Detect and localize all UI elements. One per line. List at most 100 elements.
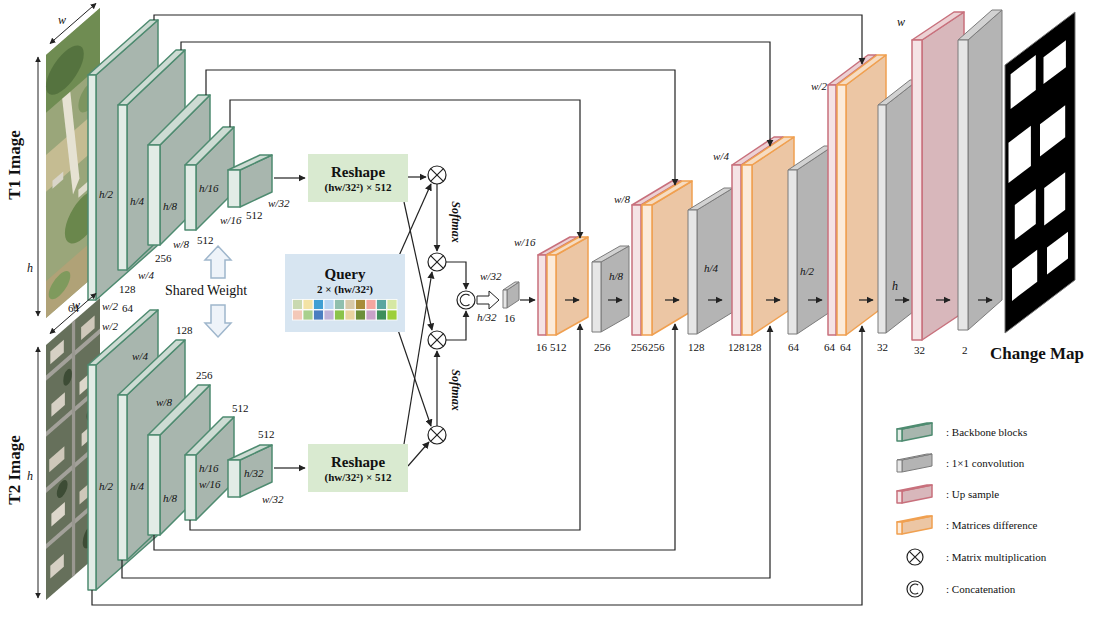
backbone-block: [185, 127, 234, 165]
backbone-block: [88, 365, 96, 590]
t2-aerial-image: [51, 502, 65, 527]
conv-block: [688, 188, 733, 210]
dimension-arrow: [38, 347, 39, 598]
conv-block: [968, 10, 1002, 330]
change-map-image: [1044, 40, 1066, 84]
dimension-label: w/2: [811, 80, 827, 92]
conv-block: [788, 146, 833, 334]
annotation-label: Shared Weight: [165, 283, 247, 299]
change-map-image: [1011, 55, 1036, 109]
backbone-block: [118, 395, 127, 560]
t1-aerial-image: [49, 265, 71, 305]
query-cell: [324, 310, 334, 320]
backbone-block: [118, 50, 185, 105]
flow-arrow: [404, 202, 432, 330]
legend-text: : Backbone blocks: [946, 426, 1027, 439]
query-embedding-grid: [292, 299, 398, 321]
change-map-image: [1040, 105, 1065, 156]
backbone-block: [118, 105, 127, 270]
backbone-block: [88, 20, 158, 75]
concat-symbol: [907, 581, 923, 597]
query-cell: [335, 310, 345, 320]
difference-block: [837, 85, 846, 335]
operator-symbol: [431, 429, 444, 442]
dimension-label: h: [27, 262, 33, 275]
flow-arrow: [274, 467, 305, 468]
t1-aerial-image: [46, 6, 103, 318]
backbone-block: [228, 445, 272, 497]
flow-arrow: [936, 299, 950, 300]
flow-arrow: [408, 442, 429, 466]
channel-number: 64: [824, 341, 835, 353]
flow-arrow: [436, 351, 437, 426]
backbone-block: [148, 95, 210, 145]
dimension-label: w/2: [102, 300, 118, 312]
channel-number: 16: [504, 312, 515, 324]
operator-symbol: [428, 166, 475, 444]
dimension-arrow: [50, 293, 96, 333]
box-heading: Query: [325, 265, 366, 283]
query-cell: [293, 300, 303, 310]
upsample-block: [732, 165, 741, 335]
box-formula: 2 × (hw/32²): [317, 283, 373, 296]
dimension-arrow: [50, 3, 96, 43]
output-title: Change Map: [990, 344, 1084, 364]
query-cell: [377, 300, 387, 310]
hollow-arrow: [205, 246, 499, 337]
channel-number: 256: [594, 341, 611, 353]
difference-block: [652, 181, 692, 335]
change-map-image: [1005, 12, 1075, 333]
hollow-arrow: [205, 246, 231, 278]
t2-aerial-image: [49, 446, 64, 472]
difference-block: [897, 522, 902, 534]
flow-arrow: [978, 299, 992, 300]
conv-block: [503, 282, 519, 290]
skip-connection: [206, 70, 675, 185]
conv-block: [697, 188, 733, 334]
query-cell: [377, 310, 387, 320]
legend-text: : 1×1 convolution: [946, 457, 1024, 470]
dimension-label: w/8: [173, 238, 189, 250]
conv-block: [958, 10, 1002, 330]
flow-arrow: [404, 272, 432, 444]
skip-connection: [230, 100, 580, 238]
difference-block: [642, 205, 652, 335]
backbone-block: [897, 423, 932, 441]
query-cell: [303, 310, 313, 320]
query-cell: [335, 300, 345, 310]
multiply-symbol: [909, 551, 920, 562]
backbone-block: [148, 145, 160, 245]
backbone-block: [228, 155, 272, 170]
channel-number: 64: [122, 302, 133, 314]
t2-aerial-image: [57, 477, 68, 502]
dimension-label: h/4: [130, 195, 144, 207]
conv-block: [592, 262, 601, 332]
change-map-image: [1009, 126, 1031, 183]
box-formula: (hw/32²) × 512: [324, 471, 391, 484]
channel-number: 512: [550, 341, 567, 353]
legend-text: : Matrices difference: [946, 519, 1037, 532]
backbone-block: [228, 445, 272, 460]
dimension-label: w/2: [102, 320, 118, 332]
query-cell: [314, 300, 324, 310]
concat-symbol: [910, 584, 918, 594]
dimension-label: h/8: [163, 492, 177, 504]
dimension-arrow: [38, 3, 96, 598]
skip-connection: [122, 326, 770, 578]
upsample-block: [897, 485, 932, 503]
t2-aerial-image: [46, 298, 100, 600]
conv-block: [592, 246, 629, 262]
t2-aerial-image: [63, 366, 72, 389]
channel-number: 16: [536, 341, 547, 353]
upsample-block: [912, 12, 964, 40]
flow-arrow: [608, 299, 622, 300]
flow-arrow: [274, 177, 992, 468]
channel-number: 256: [196, 369, 213, 381]
dimension-label: h/32: [477, 311, 497, 323]
dimension-label: w/32: [480, 270, 501, 282]
channel-number: 64: [840, 341, 851, 353]
query-box: Query2 × (hw/32²): [285, 254, 405, 332]
upsample-block: [897, 491, 902, 503]
image-title: T1 Image: [4, 130, 24, 199]
